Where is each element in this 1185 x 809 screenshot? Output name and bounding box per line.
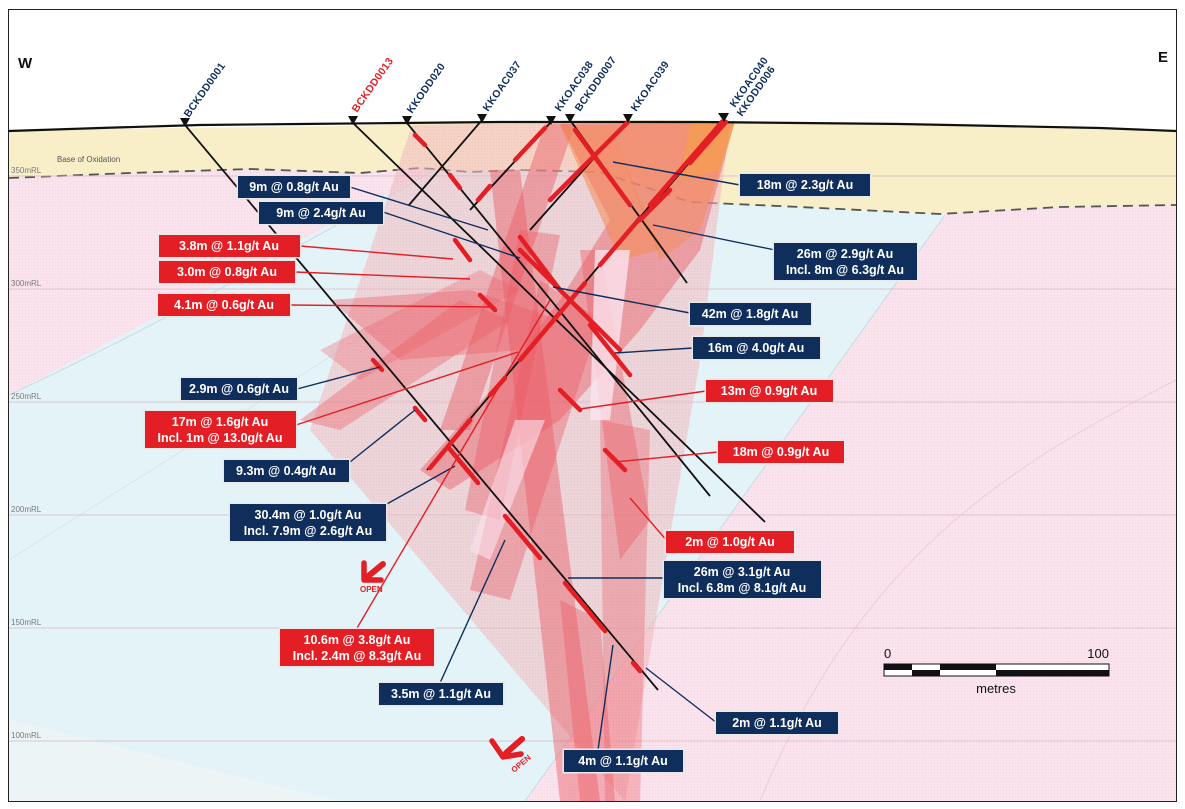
intercept-text: 2.9m @ 0.6g/t Au <box>189 382 289 396</box>
ore-zones <box>300 121 735 801</box>
intercept-text: 3.0m @ 0.8g/t Au <box>177 265 277 279</box>
rl-label-100: 100mRL <box>11 731 42 740</box>
scale-unit-label: metres <box>976 681 1016 696</box>
intercept-i02: 9m @ 2.4g/t Au <box>257 200 385 226</box>
intercept-text: 18m @ 0.9g/t Au <box>733 445 829 459</box>
intercept-labels: 9m @ 0.8g/t Au 9m @ 2.4g/t Au 3.8m @ 1.1… <box>143 172 919 774</box>
intercept-text: 2m @ 1.1g/t Au <box>732 716 822 730</box>
intercept-text-incl: Incl. 1m @ 13.0g/t Au <box>158 431 283 445</box>
rl-labels: 350mRL 300mRL 250mRL 200mRL 150mRL 100mR… <box>11 166 42 740</box>
intercept-text-incl: Incl. 6.8m @ 8.1g/t Au <box>678 581 806 595</box>
scale-start-label: 0 <box>884 646 891 661</box>
open-label-upper: OPEN <box>360 585 383 594</box>
open-arrow-upper: OPEN <box>360 560 386 594</box>
rl-label-300: 300mRL <box>11 279 42 288</box>
scale-end-label: 100 <box>1087 646 1109 661</box>
intercept-i19: 2m @ 1.0g/t Au <box>664 529 796 555</box>
intercept-text: 18m @ 2.3g/t Au <box>757 178 853 192</box>
intercept-text: 16m @ 4.0g/t Au <box>708 341 804 355</box>
intercept-i01: 9m @ 0.8g/t Au <box>236 174 352 200</box>
intercept-i06: 2.9m @ 0.6g/t Au <box>179 376 299 402</box>
intercept-text: 13m @ 0.9g/t Au <box>721 384 817 398</box>
base-of-oxidation-line <box>8 167 1177 215</box>
rl-label-250: 250mRL <box>11 392 42 401</box>
intercept-i16: 16m @ 4.0g/t Au <box>691 335 822 361</box>
intercept-text: 10.6m @ 3.8g/t Au <box>304 633 411 647</box>
intercept-i20: 26m @ 3.1g/t Au Incl. 6.8m @ 8.1g/t Au <box>662 559 823 600</box>
intercept-text: 3.8m @ 1.1g/t Au <box>179 239 279 253</box>
topography-line <box>8 120 1177 133</box>
intercept-text: 9.3m @ 0.4g/t Au <box>236 464 336 478</box>
channel-edge-far <box>759 379 1177 802</box>
intercept-text: 26m @ 2.9g/t Au <box>797 247 893 261</box>
intercept-text: 2m @ 1.0g/t Au <box>685 535 775 549</box>
leader-lines <box>289 161 776 751</box>
intercept-i09: 30.4m @ 1.0g/t Au Incl. 7.9m @ 2.6g/t Au <box>228 502 388 543</box>
intercept-i11: 3.5m @ 1.1g/t Au <box>377 681 505 707</box>
intercept-text: 3.5m @ 1.1g/t Au <box>391 687 491 701</box>
intercept-i13: 18m @ 2.3g/t Au <box>738 172 872 198</box>
trace-kkoac037 <box>408 119 483 206</box>
intercept-i14: 26m @ 2.9g/t Au Incl. 8m @ 6.3g/t Au <box>772 241 919 282</box>
channel-zone-small <box>9 720 340 801</box>
intercept-text: 4m @ 1.1g/t Au <box>578 754 668 768</box>
intercept-text: 9m @ 0.8g/t Au <box>249 180 339 194</box>
intercept-segments <box>370 119 729 674</box>
intercept-i04: 3.0m @ 0.8g/t Au <box>157 259 297 285</box>
rl-label-150: 150mRL <box>11 618 42 627</box>
intercept-i15: 42m @ 1.8g/t Au <box>688 301 813 327</box>
intercept-i17: 13m @ 0.9g/t Au <box>704 378 835 404</box>
intercept-text: 26m @ 3.1g/t Au <box>694 565 790 579</box>
rl-label-200: 200mRL <box>11 505 42 514</box>
intercept-i10: 10.6m @ 3.8g/t Au Incl. 2.4m @ 8.3g/t Au <box>278 627 436 668</box>
intercept-text-incl: Incl. 8m @ 6.3g/t Au <box>786 263 904 277</box>
intercept-i12: 4m @ 1.1g/t Au <box>562 748 685 774</box>
intercept-text-incl: Incl. 7.9m @ 2.6g/t Au <box>244 524 372 538</box>
intercept-i05: 4.1m @ 0.6g/t Au <box>156 292 292 318</box>
intercept-text-incl: Incl. 2.4m @ 8.3g/t Au <box>293 649 421 663</box>
intercept-i03: 3.8m @ 1.1g/t Au <box>157 233 302 259</box>
intercept-text: 30.4m @ 1.0g/t Au <box>255 508 362 522</box>
intercept-text: 42m @ 1.8g/t Au <box>702 307 798 321</box>
collar-markers <box>180 113 729 127</box>
rl-label-350: 350mRL <box>11 166 42 175</box>
intercept-i18: 18m @ 0.9g/t Au <box>716 439 846 465</box>
intercept-text: 4.1m @ 0.6g/t Au <box>174 298 274 312</box>
east-label: E <box>1158 49 1168 66</box>
intercept-text: 17m @ 1.6g/t Au <box>172 415 268 429</box>
intercept-text: 9m @ 2.4g/t Au <box>276 206 366 220</box>
intercept-i08: 9.3m @ 0.4g/t Au <box>222 458 351 484</box>
intercept-i07: 17m @ 1.6g/t Au Incl. 1m @ 13.0g/t Au <box>143 409 298 450</box>
intercept-i21: 2m @ 1.1g/t Au <box>714 710 840 736</box>
scale-bar: 0 100 metres <box>883 646 1110 696</box>
base-of-oxidation-label: Base of Oxidation <box>57 155 120 164</box>
west-label: W <box>18 55 33 72</box>
